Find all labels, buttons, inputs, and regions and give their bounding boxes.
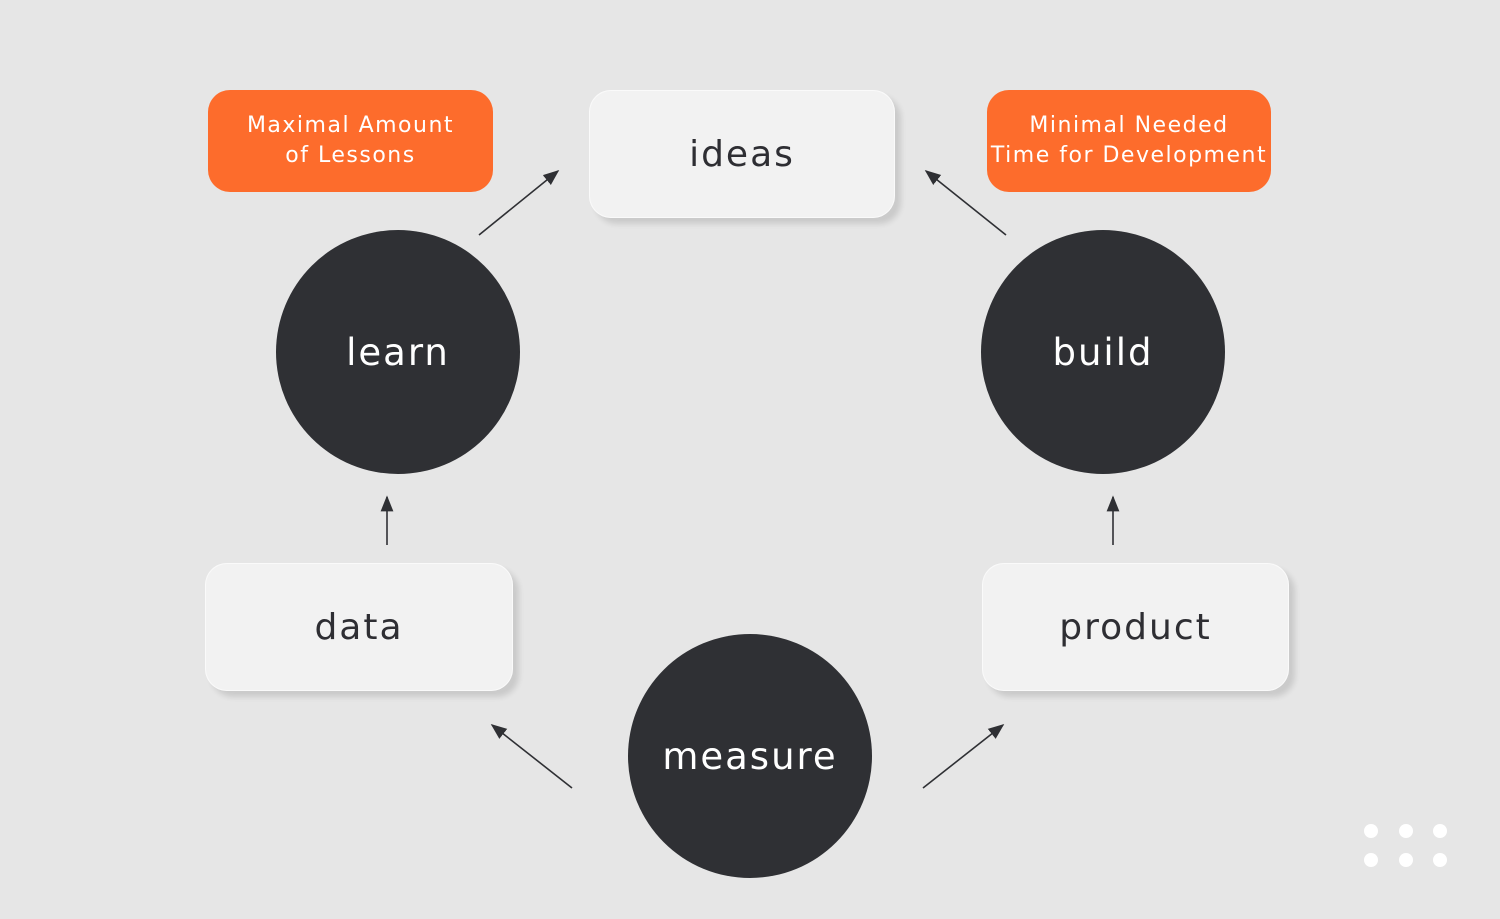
note-maximal-lessons: Maximal Amount of Lessons <box>208 90 493 192</box>
node-measure-label: measure <box>662 734 838 778</box>
node-ideas: ideas <box>589 90 895 218</box>
node-product: product <box>982 563 1289 691</box>
node-learn-label: learn <box>346 330 450 374</box>
node-data-label: data <box>314 606 404 648</box>
arrow-learn-to-ideas <box>478 169 560 236</box>
node-measure: measure <box>628 634 872 878</box>
note-right-line2: Time for Development <box>990 143 1268 168</box>
arrow-build-to-ideas <box>924 170 1007 236</box>
node-learn: learn <box>276 230 520 474</box>
note-minimal-time: Minimal Needed Time for Development <box>987 90 1271 192</box>
note-left-line2: of Lessons <box>285 143 416 168</box>
node-data: data <box>205 563 513 691</box>
arrow-measure-to-product <box>922 724 1005 789</box>
note-left-line1: Maximal Amount <box>246 113 455 138</box>
node-ideas-label: ideas <box>689 133 795 175</box>
node-build: build <box>981 230 1225 474</box>
node-product-label: product <box>1059 606 1212 648</box>
arrow-measure-to-data <box>490 724 573 789</box>
node-build-label: build <box>1052 330 1154 374</box>
dots-grid-icon <box>1362 822 1452 868</box>
note-right-line1: Minimal Needed <box>1029 113 1229 138</box>
